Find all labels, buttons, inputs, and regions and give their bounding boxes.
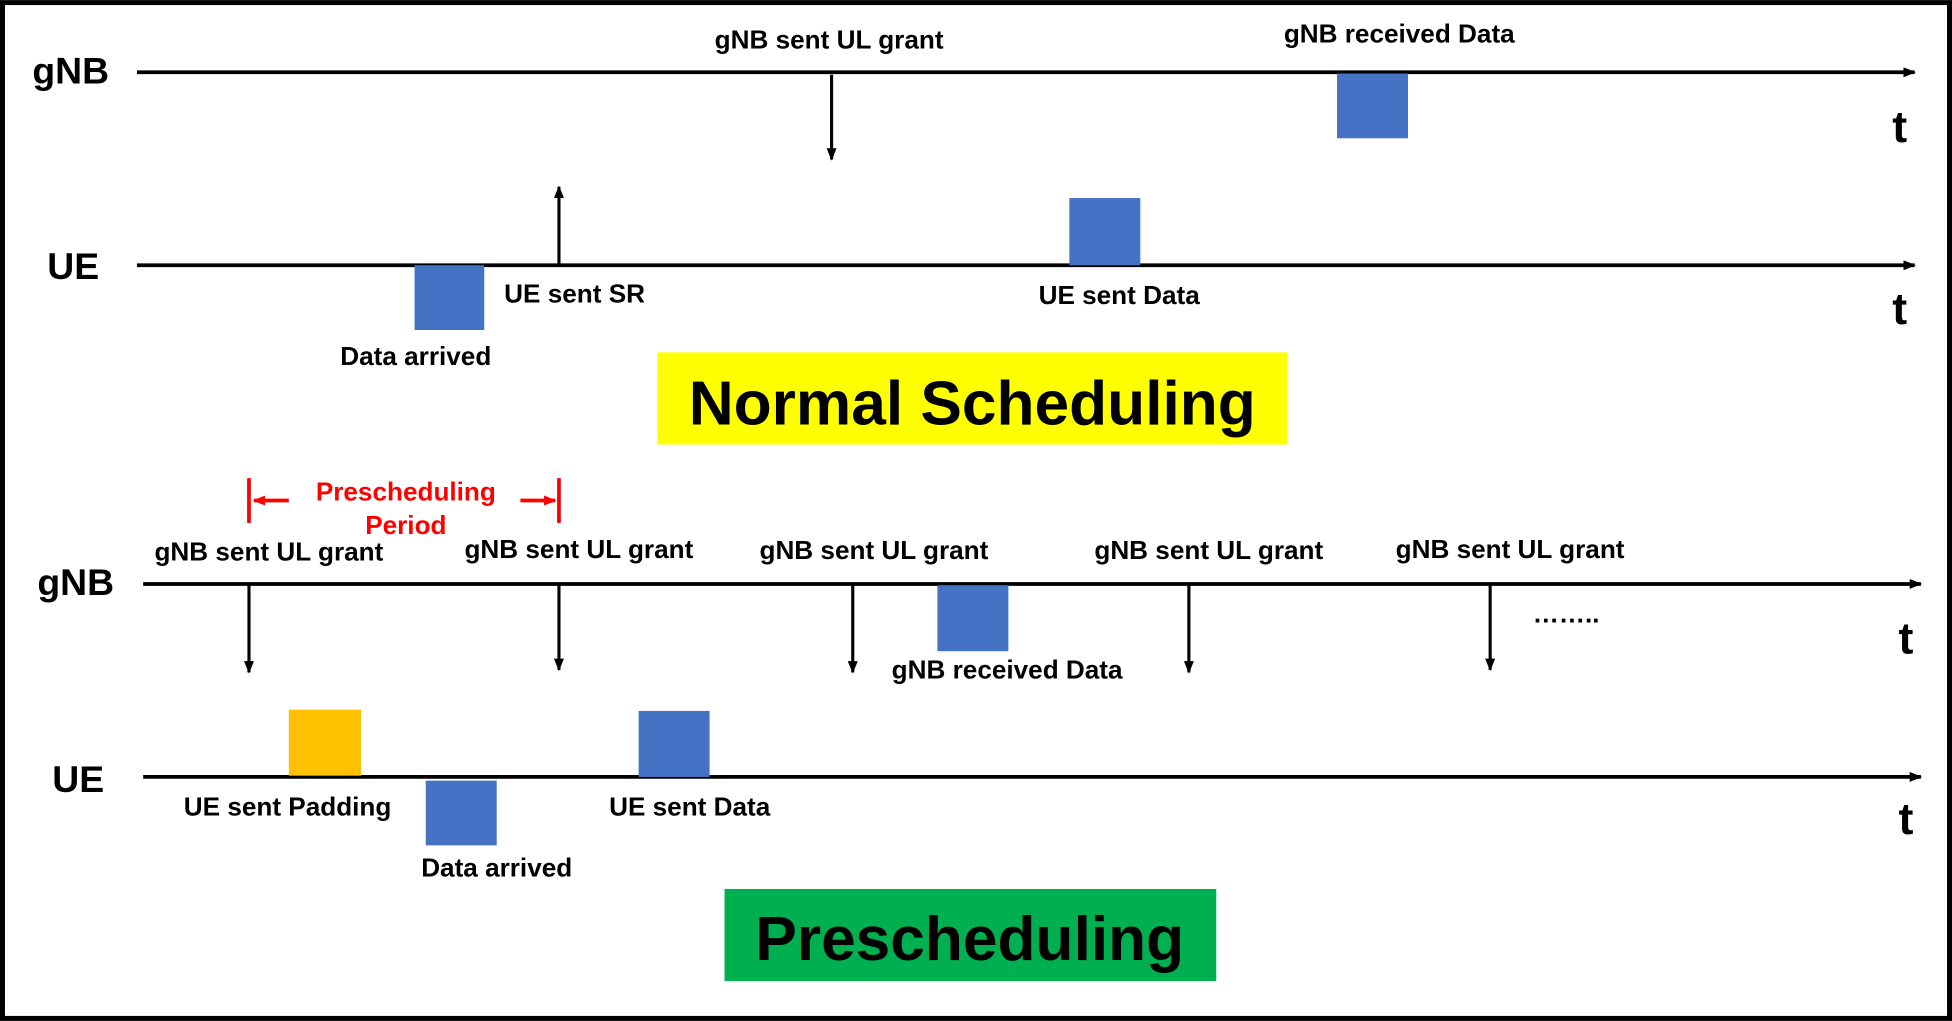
prescheduling-banner [724, 888, 1217, 982]
pre-ue-sent-padding-label: UE sent Padding [184, 792, 392, 822]
pre-grant-label-3: gNB sent UL grant [759, 535, 988, 565]
normal-ue-time-label: t [1892, 284, 1907, 334]
pre-ellipsis: …….. [1533, 599, 1600, 629]
pre-data-arrived-block [425, 780, 497, 846]
pre-grant-label-4: gNB sent UL grant [1094, 535, 1323, 565]
normal-gnb-time-label: t [1892, 102, 1907, 152]
normal-gnb-received-block [1337, 73, 1408, 139]
prescheduling-title: Prescheduling [755, 905, 1184, 974]
normal-gnb-ul-grant-label: gNB sent UL grant [715, 25, 944, 55]
normal-ue-sent-sr-label: UE sent SR [504, 279, 645, 309]
prescheduling-period-label-line1: Prescheduling [316, 477, 496, 507]
pre-gnb-received-block [937, 585, 1009, 652]
pre-ue-sent-data-label: UE sent Data [609, 792, 771, 822]
pre-ue-time-label: t [1898, 794, 1913, 844]
pre-gnb-time-label: t [1898, 614, 1913, 664]
normal-ue-axis-label: UE [47, 245, 99, 287]
normal-ue-data-block [1069, 198, 1141, 266]
normal-scheduling-title: Normal Scheduling [689, 370, 1256, 439]
pre-data-arrived-label: Data arrived [421, 853, 572, 883]
pre-gnb-axis-label: gNB [37, 561, 114, 603]
normal-gnb-axis-label: gNB [32, 50, 109, 92]
pre-grant-label-5: gNB sent UL grant [1396, 534, 1625, 564]
normal-data-arrived-block [414, 265, 485, 330]
pre-ue-data-block [638, 710, 710, 777]
normal-gnb-received-label: gNB received Data [1284, 18, 1515, 48]
pre-ue-padding-block [288, 709, 362, 776]
prescheduling-period-label-line2: Period [365, 510, 446, 540]
normal-scheduling-banner [657, 352, 1288, 445]
pre-grant-label-2: gNB sent UL grant [464, 534, 693, 564]
pre-ue-axis-label: UE [52, 758, 104, 800]
normal-data-arrived-label: Data arrived [340, 341, 491, 371]
normal-ue-sent-data-label: UE sent Data [1039, 280, 1201, 310]
pre-gnb-received-label: gNB received Data [892, 655, 1123, 685]
pre-grant-label-1: gNB sent UL grant [154, 536, 383, 566]
